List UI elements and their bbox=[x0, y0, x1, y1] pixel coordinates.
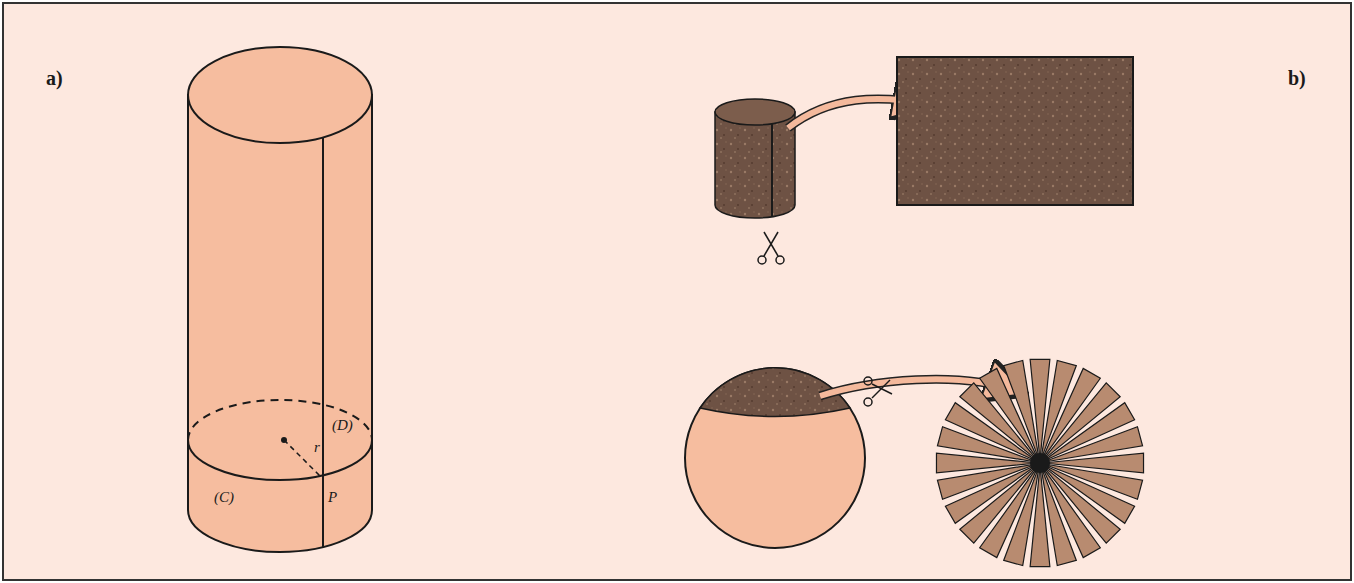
scissors bbox=[864, 377, 892, 406]
scissors bbox=[758, 232, 784, 264]
cylinder bbox=[188, 47, 372, 552]
panel bbox=[3, 3, 1351, 580]
line-label: (D) bbox=[332, 418, 353, 433]
panel-label: a) bbox=[46, 68, 63, 88]
cap-wedge bbox=[1043, 427, 1143, 463]
wedge-center bbox=[1030, 453, 1050, 473]
cut-cylinder bbox=[715, 57, 1133, 218]
flattened-cap bbox=[936, 359, 1143, 566]
radius-label: r bbox=[314, 440, 320, 455]
circle-label: (C) bbox=[214, 490, 234, 505]
point-label: P bbox=[328, 490, 337, 505]
panel-label: b) bbox=[1288, 68, 1306, 88]
